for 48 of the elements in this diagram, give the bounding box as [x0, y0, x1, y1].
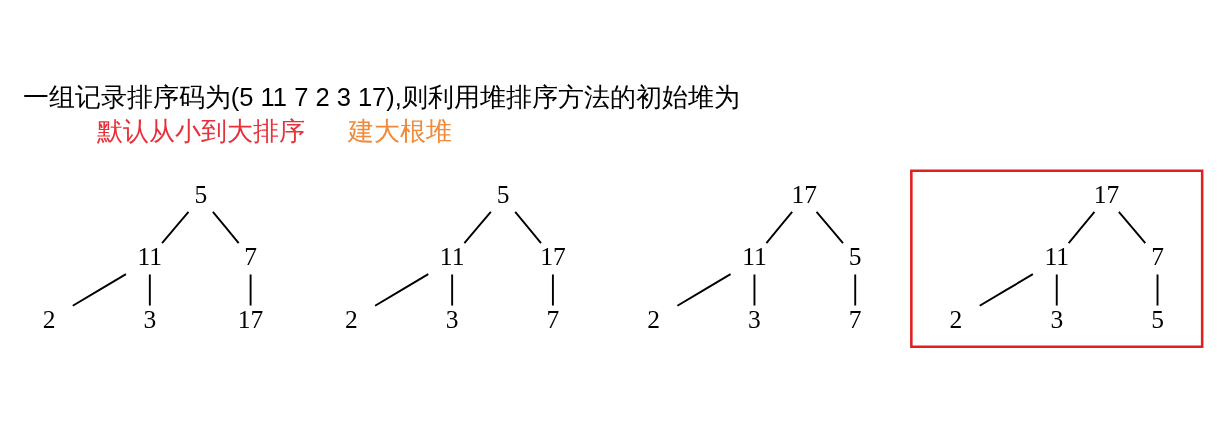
- connector: [463, 211, 492, 244]
- cluster: [910, 169, 1204, 348]
- connector: [161, 211, 190, 244]
- node-text: 5: [848, 242, 862, 272]
- connector: [1117, 211, 1147, 244]
- connector: [71, 273, 127, 307]
- node-text: 3: [445, 304, 459, 334]
- node-text: 7: [848, 304, 862, 334]
- connector: [815, 211, 844, 244]
- connector: [551, 273, 554, 307]
- node-text: 17: [540, 242, 566, 272]
- node-text: 3: [1050, 304, 1064, 334]
- connector: [374, 273, 430, 307]
- connector: [451, 273, 454, 307]
- node-text: 11: [1044, 242, 1070, 272]
- connector: [1055, 273, 1058, 307]
- node-text: 7: [546, 304, 560, 334]
- connector: [211, 211, 240, 244]
- connector: [753, 273, 756, 307]
- connector: [676, 273, 732, 307]
- connector: [249, 273, 252, 307]
- node-text: 2: [647, 304, 661, 334]
- node-text: 5: [496, 179, 510, 209]
- connector: [1156, 273, 1159, 307]
- connector: [1067, 211, 1096, 244]
- diagram-title: 一组记录排序码为(5 11 7 2 3 17),则利用堆排序方法的初始堆为: [22, 82, 740, 111]
- node-text: 17: [1093, 179, 1120, 209]
- node-text: 17: [237, 304, 264, 334]
- node-text: 2: [949, 304, 963, 334]
- node-text: 3: [748, 304, 761, 334]
- connector: [978, 273, 1034, 307]
- node-text: 11: [742, 242, 767, 272]
- node-text: 2: [345, 304, 358, 334]
- connector: [854, 273, 857, 307]
- node-text: 17: [791, 179, 817, 209]
- node-text: 5: [194, 179, 208, 209]
- node-text: 11: [137, 242, 163, 272]
- node-text: 2: [42, 304, 56, 334]
- connector: [148, 273, 151, 307]
- node-text: 3: [143, 304, 157, 334]
- label: 默认从小到大排序: [96, 117, 305, 146]
- label: 建大根堆: [347, 117, 452, 146]
- node-text: 11: [439, 242, 465, 272]
- node-text: 7: [1151, 242, 1164, 272]
- connector: [765, 211, 794, 244]
- connector: [514, 211, 542, 244]
- node-text: 7: [244, 242, 257, 272]
- node-text: 5: [1151, 304, 1164, 334]
